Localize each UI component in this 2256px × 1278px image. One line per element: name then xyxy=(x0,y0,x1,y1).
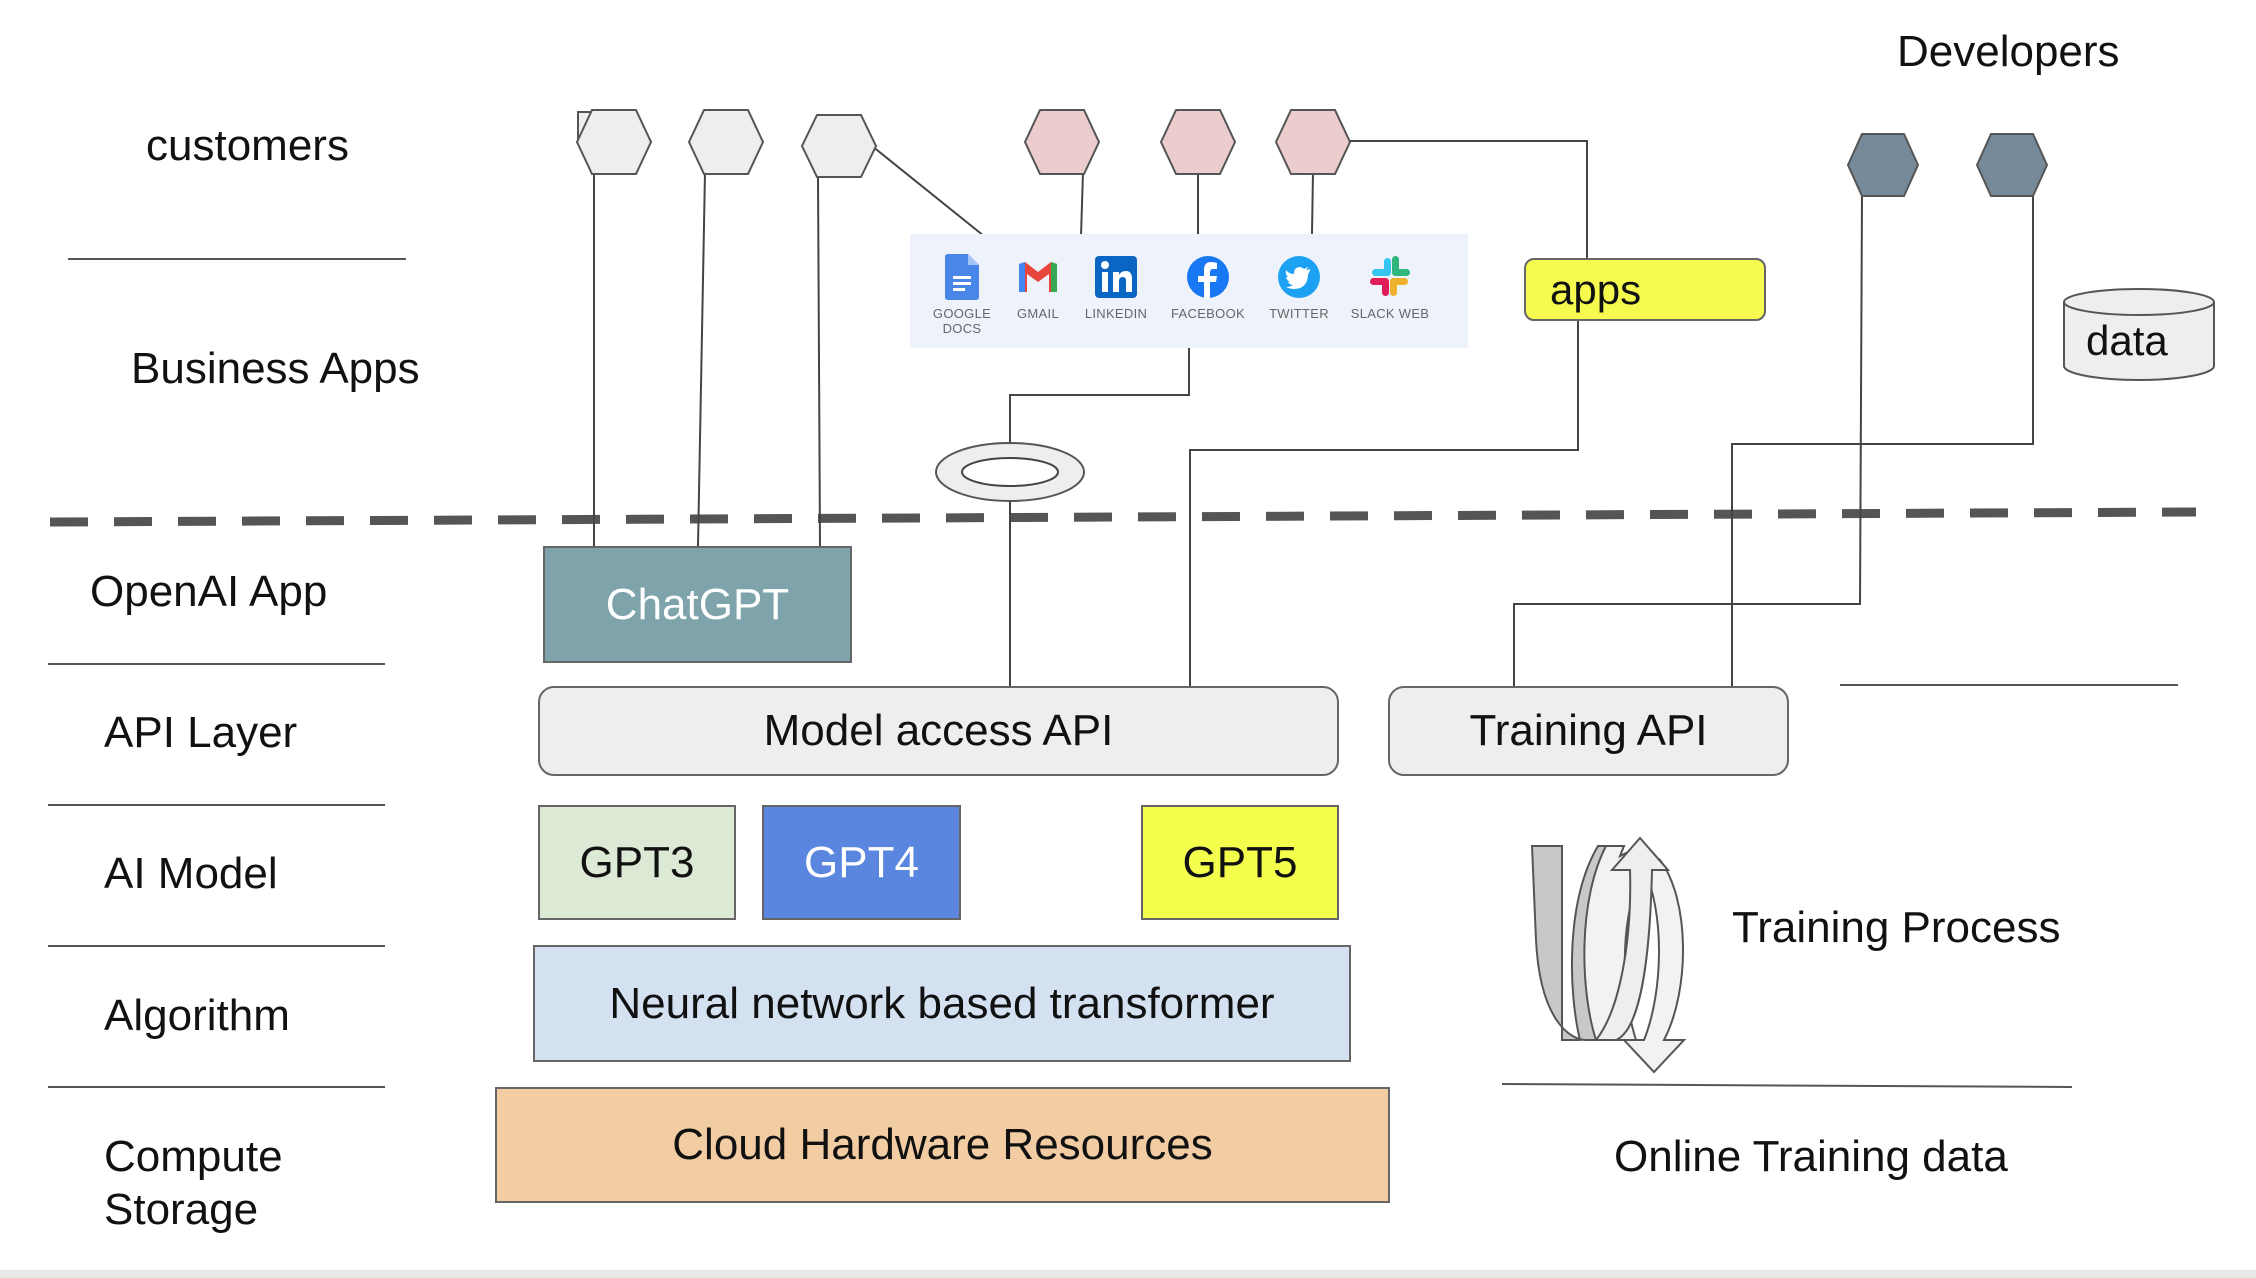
business-hex-2-icon xyxy=(1159,109,1237,175)
layer-separators xyxy=(48,258,2178,1088)
developers-label: Developers xyxy=(1897,27,2120,76)
gpt3-box[interactable]: GPT3 xyxy=(538,805,736,920)
gpt5-box[interactable]: GPT5 xyxy=(1141,805,1339,920)
business-hex-3-icon xyxy=(1274,109,1352,175)
business-apps-panel: GOOGLE DOCS GMAIL LINKEDIN FACEBOOK TWIT… xyxy=(910,234,1468,348)
app-gmail: GMAIL xyxy=(998,254,1078,321)
connectors xyxy=(593,140,2034,694)
twitter-icon xyxy=(1278,256,1320,298)
layer-label-ai-model: AI Model xyxy=(104,849,278,898)
layer-label-customers: customers xyxy=(146,121,349,170)
data-store-label: data xyxy=(2086,317,2168,364)
slack-icon xyxy=(1370,256,1410,296)
app-twitter: TWITTER xyxy=(1259,254,1339,321)
layer-label-openai-app: OpenAI App xyxy=(90,567,328,616)
boundary-dashed-line xyxy=(49,507,2197,527)
developer-hex-1-icon xyxy=(1846,133,1920,197)
gmail-icon xyxy=(1019,262,1057,292)
model-access-api-box[interactable]: Model access API xyxy=(538,686,1339,776)
compute-box[interactable]: Cloud Hardware Resources xyxy=(495,1087,1390,1203)
app-label: GMAIL xyxy=(1017,306,1059,321)
google-docs-icon xyxy=(945,254,979,300)
app-label: TWITTER xyxy=(1269,306,1329,321)
data-cylinder-icon xyxy=(2063,288,2215,381)
app-slack: SLACK WEB xyxy=(1350,254,1430,321)
algorithm-box[interactable]: Neural network based transformer xyxy=(533,945,1351,1062)
customer-hex-1-icon xyxy=(575,109,653,175)
customer-hex-2-icon xyxy=(687,109,765,175)
online-training-data-label: Online Training data xyxy=(1614,1132,2008,1181)
layer-label-compute: Compute xyxy=(104,1132,283,1181)
chatgpt-box[interactable]: ChatGPT xyxy=(543,546,852,663)
bottom-border xyxy=(0,1270,2256,1278)
apps-box[interactable]: apps xyxy=(1524,258,1766,321)
app-facebook: FACEBOOK xyxy=(1168,254,1248,321)
app-label: LINKEDIN xyxy=(1084,306,1148,321)
layer-label-algorithm: Algorithm xyxy=(104,991,290,1040)
facebook-icon xyxy=(1187,256,1229,298)
linkedin-icon xyxy=(1095,256,1137,298)
training-cycle-icon xyxy=(1530,836,1687,1074)
developer-hex-2-icon xyxy=(1975,133,2049,197)
layer-label-storage: Storage xyxy=(104,1185,259,1234)
app-label: SLACK WEB xyxy=(1350,306,1430,321)
training-api-box[interactable]: Training API xyxy=(1388,686,1789,776)
business-hex-1-icon xyxy=(1023,109,1101,175)
app-linkedin: LINKEDIN xyxy=(1076,254,1156,321)
gpt4-box[interactable]: GPT4 xyxy=(762,805,961,920)
layer-label-business-apps: Business Apps xyxy=(131,344,420,393)
layer-label-api-layer: API Layer xyxy=(104,708,298,757)
training-process-label: Training Process xyxy=(1732,903,2061,952)
app-label: GOOGLE DOCS xyxy=(932,306,992,336)
customer-hex-3-icon xyxy=(800,114,878,178)
app-label: FACEBOOK xyxy=(1171,306,1245,321)
app-google-docs: GOOGLE DOCS xyxy=(922,254,1002,336)
